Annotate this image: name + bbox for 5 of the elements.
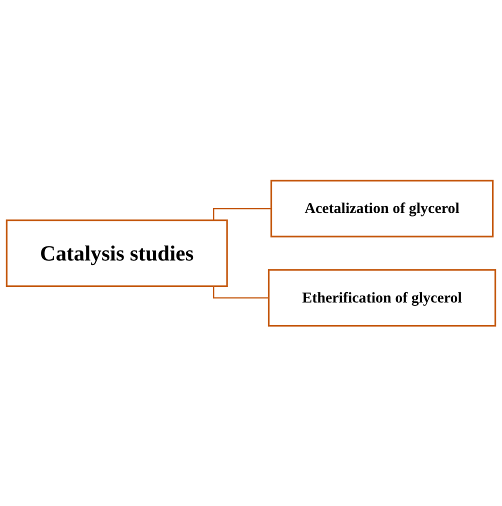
- connector: [213, 208, 272, 220]
- node-box: Acetalization of glycerol: [270, 180, 494, 238]
- connector: [213, 286, 269, 298]
- node-box: Etherification of glycerol: [268, 268, 496, 326]
- node-box: Catalysis studies: [6, 219, 228, 287]
